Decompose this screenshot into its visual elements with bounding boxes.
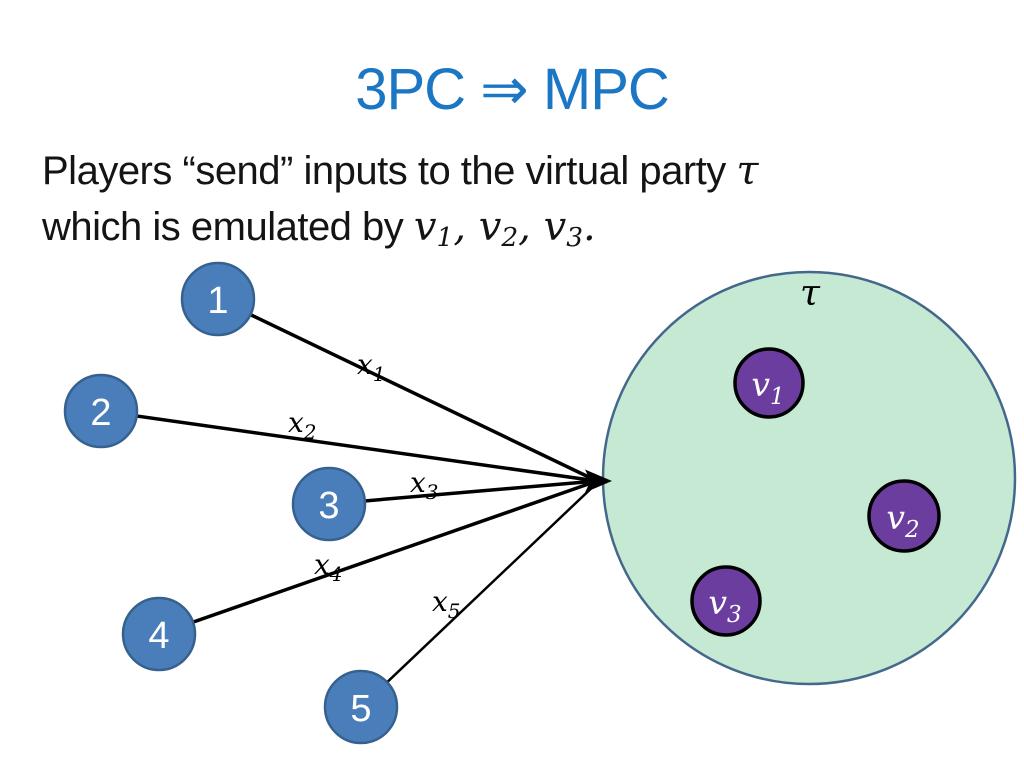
subtitle-line-1-text: Players “send” inputs to the virtual par… xyxy=(42,149,737,193)
subtitle-line-2-text: which is emulated by xyxy=(42,205,414,249)
edge-x3 xyxy=(328,479,598,506)
v1-inline-symbol: v1, xyxy=(413,204,479,253)
edge-label-x4: x4 xyxy=(314,548,343,586)
slide-subtitle: Players “send” inputs to the virtual par… xyxy=(42,143,902,255)
subtitle-line-1: Players “send” inputs to the virtual par… xyxy=(42,143,902,199)
edge-label-x5: x5 xyxy=(432,585,461,623)
virtual-party-circle xyxy=(601,270,1017,686)
player-node-4-label: 4 xyxy=(148,615,169,657)
emulator-node-v1 xyxy=(733,347,805,419)
edge-x1 xyxy=(217,297,598,483)
player-node-4 xyxy=(121,596,197,672)
edge-label-x2: x2 xyxy=(288,406,317,444)
emulator-node-v3 xyxy=(690,565,762,637)
arrowhead-icon xyxy=(585,469,612,493)
v3-inline-symbol: v3. xyxy=(543,204,596,253)
player-node-2 xyxy=(63,373,139,449)
player-node-3-label: 3 xyxy=(318,485,339,527)
subtitle-line-2: which is emulated by v1, v2, v3. xyxy=(42,199,902,255)
player-node-1-label: 1 xyxy=(207,280,228,322)
player-node-2-label: 2 xyxy=(90,392,111,434)
slide-title: 3PC ⇒ MPC xyxy=(355,57,670,122)
emulator-label-v2: v2 xyxy=(886,498,919,543)
edge-x2 xyxy=(100,409,598,483)
player-node-5-label: 5 xyxy=(350,688,371,730)
player-node-3 xyxy=(291,466,367,542)
edge-label-x3: x3 xyxy=(410,466,439,504)
virtual-party-tau-label: τ xyxy=(800,273,821,314)
v2-inline-symbol: v2, xyxy=(478,204,544,253)
edge-x5 xyxy=(360,480,600,708)
emulator-label-v1: v1 xyxy=(751,365,784,410)
tau-inline-symbol: τ xyxy=(736,148,759,194)
player-node-5 xyxy=(323,669,399,745)
emulator-node-v2 xyxy=(867,479,941,553)
edge-label-x1: x1 xyxy=(357,348,386,386)
player-node-1 xyxy=(180,261,256,337)
emulator-label-v3: v3 xyxy=(708,583,741,628)
edge-x4 xyxy=(158,479,598,636)
